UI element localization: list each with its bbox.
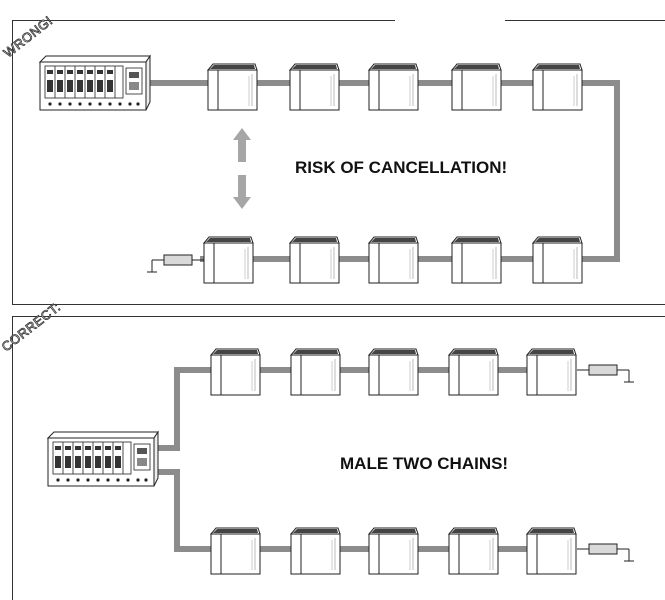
module-device-icon xyxy=(290,527,341,575)
module-device-icon xyxy=(368,527,419,575)
double-arrow-icon xyxy=(233,128,251,209)
module-device-icon xyxy=(207,63,258,111)
module-device-icon xyxy=(368,63,419,111)
module-device-icon xyxy=(451,236,502,284)
module-device-icon xyxy=(289,236,340,284)
bus-cable xyxy=(150,367,540,552)
module-device-icon xyxy=(289,63,340,111)
module-device-icon xyxy=(532,63,583,111)
caption-two-chains: MALE TWO CHAINS! xyxy=(340,454,508,473)
module-device-icon xyxy=(210,527,261,575)
module-device-icon xyxy=(526,348,577,396)
module-device-icon xyxy=(448,527,499,575)
module-device-icon xyxy=(451,63,502,111)
panel-wrong: WRONG! xyxy=(0,13,665,305)
module-device-icon xyxy=(368,348,419,396)
module-device-icon xyxy=(203,236,254,284)
module-device-icon xyxy=(368,236,419,284)
module-device-icon xyxy=(448,348,499,396)
caption-risk: RISK OF CANCELLATION! xyxy=(295,158,507,177)
module-device-icon xyxy=(532,236,583,284)
rack-controller-icon xyxy=(47,431,159,487)
module-device-icon xyxy=(526,527,577,575)
panel-correct: CORRECT: MALE TWO CHAINS! xyxy=(0,299,665,600)
rack-controller-icon xyxy=(39,55,151,111)
module-device-icon xyxy=(210,348,261,396)
module-device-icon xyxy=(290,348,341,396)
